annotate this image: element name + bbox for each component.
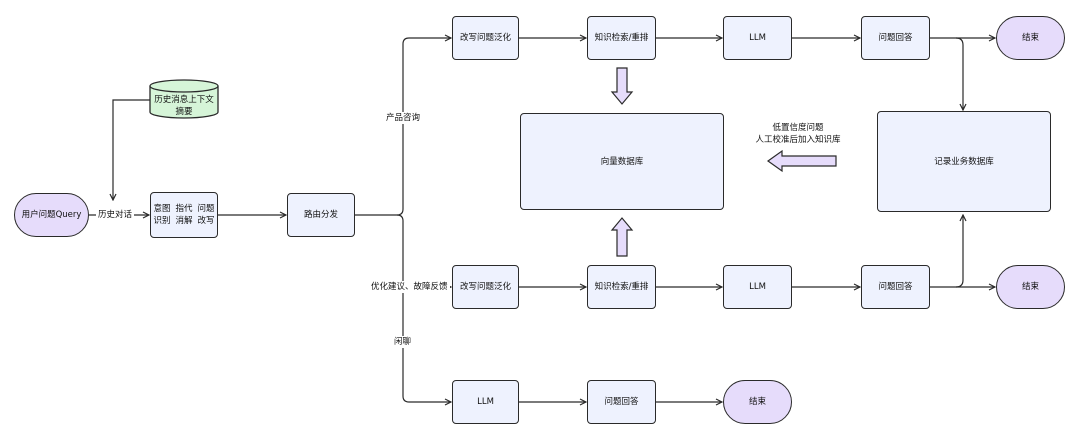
- f-end-node: 结束: [996, 265, 1065, 309]
- record-db-node: 记录业务数据库: [877, 111, 1051, 212]
- block-arrow-down-icon: [610, 67, 634, 105]
- f-llm-node: LLM: [723, 265, 792, 309]
- edge-to-product: [396, 38, 451, 216]
- history-db-line2: 摘要: [175, 107, 193, 117]
- p-answer-node: 问题回答: [861, 16, 930, 60]
- c-answer-node: 问题回答: [587, 380, 656, 424]
- edge-to-chat: [402, 287, 451, 402]
- p-retrieve-node: 知识检索/重排: [587, 16, 656, 60]
- history-db-label: 历史消息上下文 摘要: [150, 94, 218, 118]
- low-confidence-note: 低置信度问题 人工校准后加入知识库: [748, 122, 848, 146]
- block-arrow-up-icon: [610, 217, 634, 257]
- branch-product-label: 产品咨询: [384, 112, 423, 124]
- f-rewrite-node: 改写问题泛化: [452, 265, 519, 309]
- low-conf-line2: 人工校准后加入知识库: [755, 135, 841, 145]
- edge-to-feedback: [396, 214, 451, 287]
- start-node: 用户问题 Query: [14, 193, 89, 237]
- p-rewrite-node: 改写问题泛化: [452, 16, 519, 60]
- edge-history-label: 历史对话: [96, 209, 135, 221]
- c-llm-node: LLM: [452, 380, 519, 424]
- p-llm-node: LLM: [723, 16, 792, 60]
- f-retrieve-node: 知识检索/重排: [587, 265, 656, 309]
- intent-line3: 问题改写: [197, 204, 215, 226]
- c-end-node: 结束: [723, 380, 792, 424]
- start-line1: 用户问题: [21, 210, 56, 220]
- router-node: 路由分发: [287, 193, 355, 237]
- history-database-icon: [149, 79, 219, 119]
- start-line2: Query: [55, 210, 82, 220]
- block-arrow-left-icon: [766, 149, 837, 173]
- edge-f-answer-record: [955, 215, 963, 288]
- low-conf-line1: 低置信度问题: [772, 123, 824, 133]
- intent-line1: 意图识别: [153, 204, 171, 226]
- vector-db-node: 向量数据库: [520, 113, 724, 210]
- edge-history-to-chat: [113, 99, 150, 200]
- branch-chat-label: 闲聊: [392, 336, 414, 348]
- history-db-line1: 历史消息上下文: [154, 95, 214, 105]
- f-answer-node: 问题回答: [861, 265, 930, 309]
- intent-node: 意图识别 指代消解 问题改写: [150, 192, 218, 238]
- branch-feedback-label: 优化建议、故障反馈: [369, 281, 450, 293]
- intent-line2: 指代消解: [175, 204, 193, 226]
- edge-p-answer-record: [955, 37, 963, 110]
- p-end-node: 结束: [996, 16, 1065, 60]
